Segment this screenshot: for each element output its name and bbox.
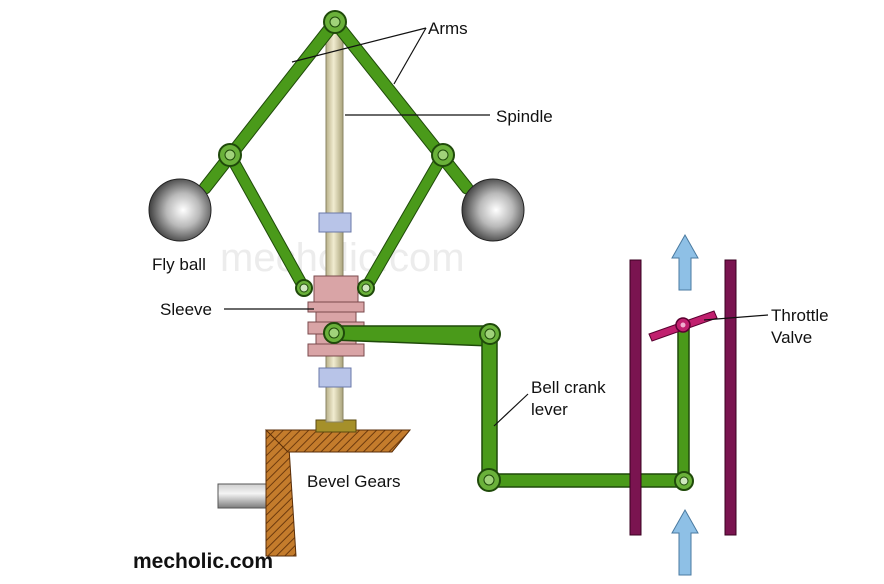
bevel-gears — [217, 419, 412, 557]
label-fly-ball: Fly ball — [152, 255, 206, 274]
label-bell-crank-line1: Bell crank — [531, 378, 606, 397]
upper-collar — [318, 212, 352, 233]
pipe-wall-right — [724, 259, 737, 536]
flow-arrow-top — [671, 233, 699, 291]
label-bell-crank-line2: lever — [531, 400, 568, 419]
label-arms: Arms — [428, 19, 468, 38]
fly-ball-right — [461, 178, 525, 242]
pipe-wall-left — [629, 259, 642, 536]
leader-lines — [224, 27, 769, 427]
sleeve — [307, 275, 365, 357]
pivot-joints — [218, 10, 694, 492]
site-name: mecholic.com — [133, 550, 274, 573]
throttle-pivot-center — [680, 322, 686, 328]
label-bevel-gears: Bevel Gears — [307, 472, 401, 491]
horizontal-bevel-gear — [264, 429, 412, 453]
flow-arrow-bottom — [671, 508, 699, 576]
label-sleeve: Sleeve — [160, 300, 212, 319]
label-throttle-line2: Valve — [771, 328, 813, 347]
label-throttle-line1: Throttle — [771, 306, 829, 325]
label-spindle: Spindle — [496, 107, 553, 126]
fly-ball-left — [148, 178, 212, 242]
lower-collar — [318, 367, 352, 388]
